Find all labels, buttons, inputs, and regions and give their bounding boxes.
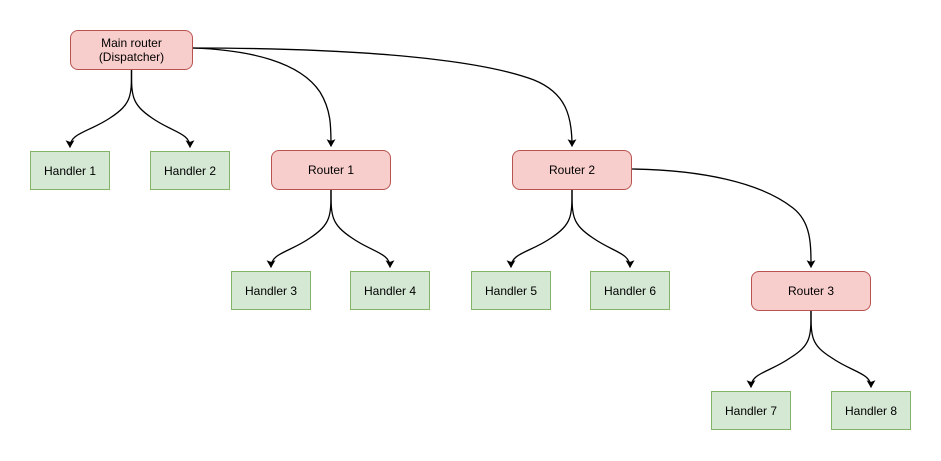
node-label-router-3: Router 3 xyxy=(787,284,835,298)
edge-r3-h8[interactable] xyxy=(810,310,876,389)
edge-main-h2[interactable] xyxy=(130,69,195,149)
edge-r1-h4[interactable] xyxy=(330,189,395,269)
node-handler-5[interactable]: Handler 5 xyxy=(471,271,551,310)
node-label-main-router: Main router (Dispatcher) xyxy=(98,36,165,64)
node-label-handler-4: Handler 4 xyxy=(363,283,417,298)
node-router-2[interactable]: Router 2 xyxy=(512,150,632,190)
node-handler-1[interactable]: Handler 1 xyxy=(30,151,110,190)
edge-main-h1[interactable] xyxy=(65,69,133,149)
node-label-router-1: Router 1 xyxy=(307,163,355,177)
node-handler-3[interactable]: Handler 3 xyxy=(231,271,311,310)
edge-main-r1[interactable] xyxy=(192,47,336,148)
edge-r2-h5[interactable] xyxy=(506,189,573,269)
node-router-3[interactable]: Router 3 xyxy=(751,271,871,311)
node-label-router-2: Router 2 xyxy=(548,163,596,177)
node-handler-8[interactable]: Handler 8 xyxy=(831,391,911,430)
node-handler-6[interactable]: Handler 6 xyxy=(590,271,670,310)
node-handler-2[interactable]: Handler 2 xyxy=(150,151,230,190)
node-label-handler-5: Handler 5 xyxy=(484,283,538,298)
node-handler-7[interactable]: Handler 7 xyxy=(711,391,791,430)
node-main-router[interactable]: Main router (Dispatcher) xyxy=(70,30,193,70)
node-label-handler-7: Handler 7 xyxy=(724,403,778,418)
node-label-handler-3: Handler 3 xyxy=(244,283,298,298)
node-label-handler-2: Handler 2 xyxy=(163,163,217,178)
edge-r2-h6[interactable] xyxy=(571,189,635,269)
node-label-handler-8: Handler 8 xyxy=(844,403,898,418)
edge-r1-h3[interactable] xyxy=(266,189,332,269)
node-label-handler-6: Handler 6 xyxy=(603,283,657,298)
node-handler-4[interactable]: Handler 4 xyxy=(350,271,430,310)
edge-r3-h7[interactable] xyxy=(746,310,812,389)
edge-r2-r3[interactable] xyxy=(631,168,816,269)
node-router-1[interactable]: Router 1 xyxy=(271,150,391,190)
node-label-handler-1: Handler 1 xyxy=(43,163,97,178)
edge-group xyxy=(65,47,876,389)
edge-main-r2[interactable] xyxy=(192,47,577,148)
